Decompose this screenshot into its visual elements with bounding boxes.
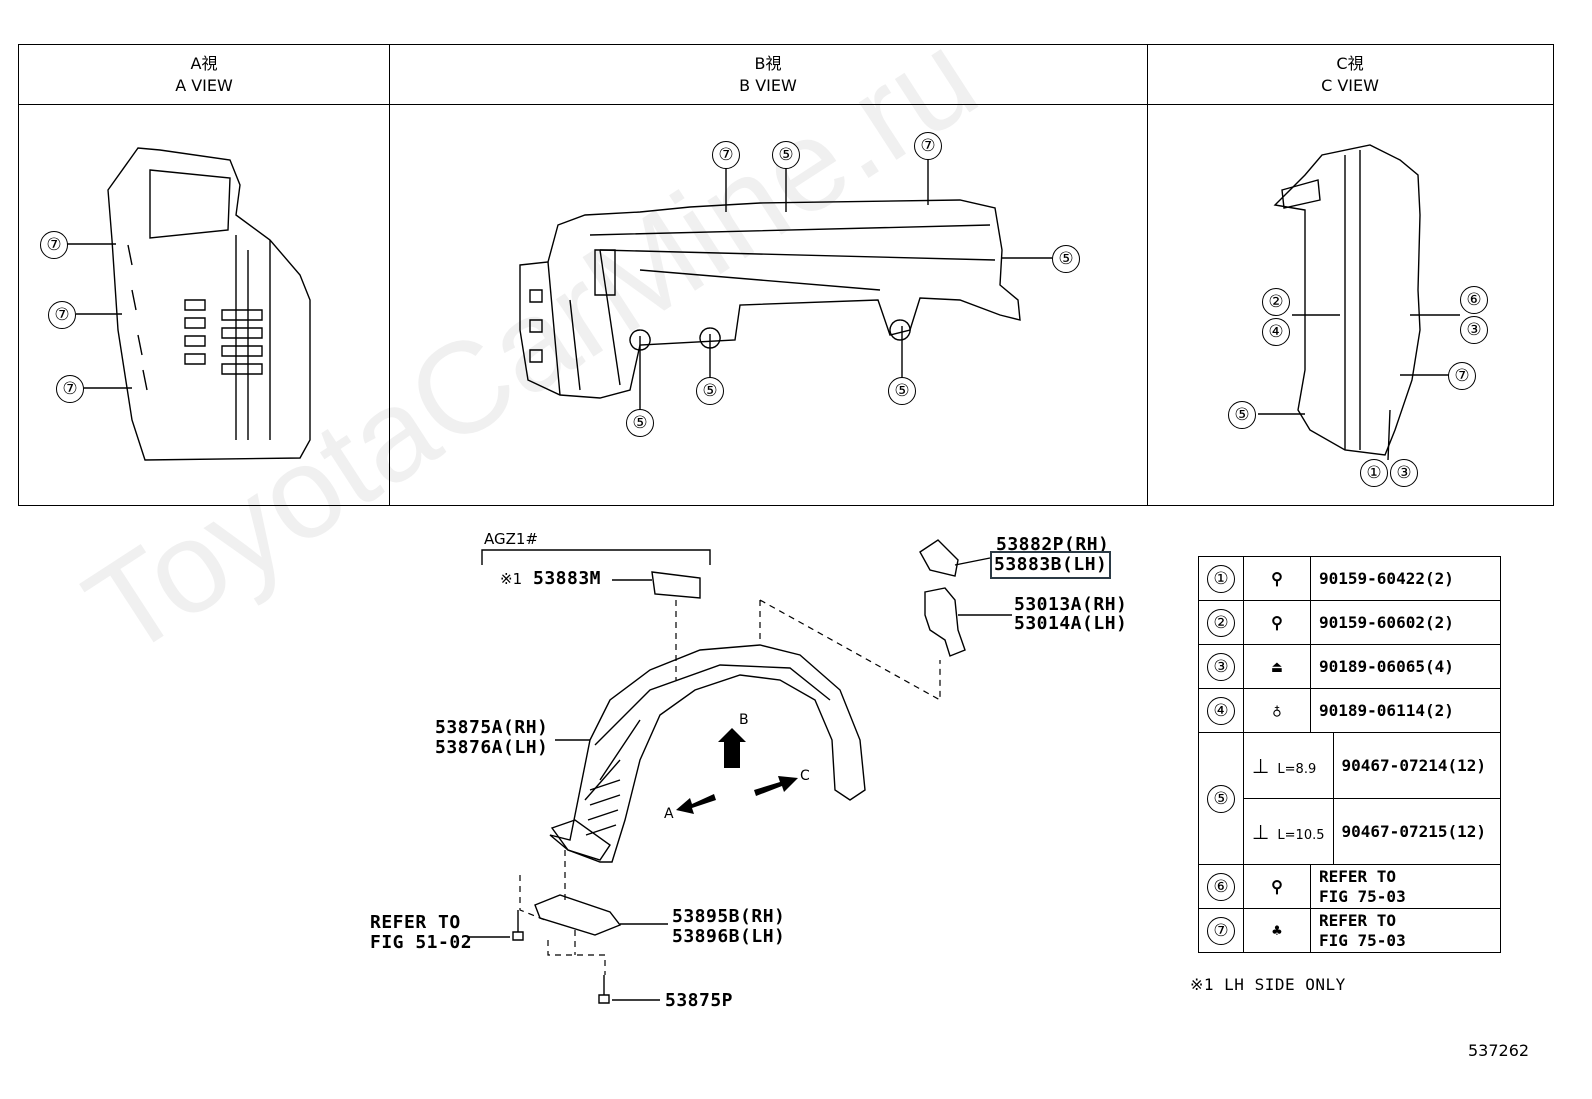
callout-b-5: ⑤ (888, 377, 916, 405)
callout-c-5: ⑤ (1228, 401, 1256, 429)
length-label: L=10.5 (1277, 827, 1325, 843)
clip-icon: ♁ (1243, 688, 1311, 733)
callout-b-5: ⑤ (772, 141, 800, 169)
b-view-liner (519, 199, 1021, 399)
note-mark: ※1 (500, 570, 523, 588)
arrow-b-label: B (739, 712, 749, 728)
view-c-label: C VIEW (1321, 76, 1379, 95)
length-label: L=8.9 (1277, 761, 1317, 777)
view-a-jp: A視 (190, 54, 218, 73)
bolt-icon: ⚲ (1243, 556, 1311, 601)
callout-c-3: ③ (1460, 316, 1488, 344)
legend-part[interactable]: 90189-06065(4) (1310, 644, 1501, 689)
view-a-header: A視 A VIEW (19, 45, 389, 105)
view-b-header: B視 B VIEW (389, 45, 1147, 105)
refer-label: REFER TO (1319, 910, 1397, 930)
legend-num: ② (1207, 608, 1235, 637)
view-divider (389, 45, 390, 505)
refer-fig[interactable]: FIG 75-03 (1319, 930, 1406, 950)
legend-row: ④ ♁ 90189-06114(2) (1198, 688, 1501, 733)
legend-num: ④ (1207, 696, 1235, 725)
refer-fig-link[interactable]: FIG 51-02 (370, 932, 473, 953)
bolt-icon: ⚲ (1243, 600, 1311, 645)
part-53014A[interactable]: 53014A(LH) (1014, 613, 1128, 634)
legend-refer[interactable]: REFER TO FIG 75-03 (1310, 864, 1501, 909)
refer-fig[interactable]: FIG 75-03 (1319, 886, 1406, 906)
legend-row: ⑦ ♣ REFER TO FIG 75-03 (1198, 908, 1501, 953)
legend-part[interactable]: 90159-60602(2) (1310, 600, 1501, 645)
part-53876A[interactable]: 53876A(LH) (435, 737, 549, 758)
lh-side-note: ※1 LH SIDE ONLY (1190, 975, 1346, 994)
part-53875P[interactable]: 53875P (665, 990, 734, 1011)
legend-part[interactable]: 90159-60422(2) (1310, 556, 1501, 601)
fastener-legend-table: ① ⚲ 90159-60422(2) ② ⚲ 90159-60602(2) ③ … (1198, 556, 1501, 953)
legend-num: ⑦ (1207, 916, 1235, 945)
arrow-a-label: A (664, 806, 674, 822)
clip-icon: ♣ (1243, 908, 1311, 953)
fender-liner-drawing (549, 644, 866, 863)
arrow-b (718, 728, 746, 768)
callout-c-1: ① (1360, 459, 1388, 487)
legend-part[interactable]: 90189-06114(2) (1310, 688, 1501, 733)
callout-c-7: ⑦ (1448, 362, 1476, 390)
part-53883M[interactable]: 53883M (533, 568, 602, 589)
legend-num: ① (1207, 564, 1235, 593)
refer-to-label: REFER TO (370, 912, 461, 933)
callout-c-6: ⑥ (1460, 286, 1488, 314)
callout-c-2: ② (1262, 288, 1290, 316)
legend-row: ⑥ ⚲ REFER TO FIG 75-03 (1198, 864, 1501, 909)
view-a-label: A VIEW (175, 76, 233, 95)
view-divider (1147, 45, 1148, 505)
views-panel: A視 A VIEW B視 B VIEW C視 C VIEW (18, 44, 1554, 506)
legend-num: ⑤ (1207, 784, 1235, 813)
legend-refer[interactable]: REFER TO FIG 75-03 (1310, 908, 1501, 953)
callout-c-4: ④ (1262, 318, 1290, 346)
part-53883B-highlighted[interactable]: 53883B(LH) (989, 551, 1112, 579)
refer-label: REFER TO (1319, 866, 1397, 886)
callout-b-5: ⑤ (626, 409, 654, 437)
model-label: AGZ1# (484, 530, 539, 548)
legend-row: ② ⚲ 90159-60602(2) (1198, 600, 1501, 645)
c-view-liner (1273, 144, 1421, 456)
part-53895B[interactable]: 53895B(RH) (672, 906, 786, 927)
part-53896B[interactable]: 53896B(LH) (672, 926, 786, 947)
callout-a-7: ⑦ (48, 301, 76, 329)
view-b-label: B VIEW (739, 76, 797, 95)
part-53882P[interactable]: 53882P(RH) (996, 534, 1110, 555)
legend-part[interactable]: 90467-07215(12) (1332, 798, 1501, 865)
legend-row: ① ⚲ 90159-60422(2) (1198, 556, 1501, 601)
callout-b-7: ⑦ (712, 141, 740, 169)
bolt-icon: ⚲ (1243, 864, 1311, 909)
figure-number: 537262 (1468, 1041, 1530, 1060)
legend-num: ⑥ (1207, 872, 1235, 901)
callout-b-5: ⑤ (696, 377, 724, 405)
legend-row: ⊥L=10.5 90467-07215(12) (1199, 798, 1501, 865)
callout-c-3: ③ (1390, 459, 1418, 487)
legend-part[interactable]: 90467-07214(12) (1332, 732, 1501, 799)
legend-row: ⑤ ⊥L=8.9 90467-07214(12) (1198, 732, 1501, 865)
part-53875A[interactable]: 53875A(RH) (435, 717, 549, 738)
view-c-jp: C視 (1336, 54, 1364, 73)
a-view-liner (107, 147, 311, 461)
view-c-header: C視 C VIEW (1147, 45, 1553, 105)
screw-grommet-icon: ⊥L=8.9 (1243, 732, 1334, 799)
part-53013A[interactable]: 53013A(RH) (1014, 594, 1128, 615)
arrow-c-label: C (800, 768, 810, 784)
screw-grommet-icon: ⊥L=10.5 (1243, 798, 1334, 865)
callout-b-7: ⑦ (914, 132, 942, 160)
legend-row: ③ ⏏ 90189-06065(4) (1198, 644, 1501, 689)
callout-a-7: ⑦ (40, 231, 68, 259)
callout-a-7: ⑦ (56, 375, 84, 403)
legend-num: ③ (1207, 652, 1235, 681)
arrow-c (754, 776, 798, 796)
nut-icon: ⏏ (1243, 644, 1311, 689)
arrow-a (676, 794, 716, 814)
view-b-jp: B視 (754, 54, 782, 73)
callout-b-5: ⑤ (1052, 245, 1080, 273)
seal-drawing (651, 571, 701, 599)
